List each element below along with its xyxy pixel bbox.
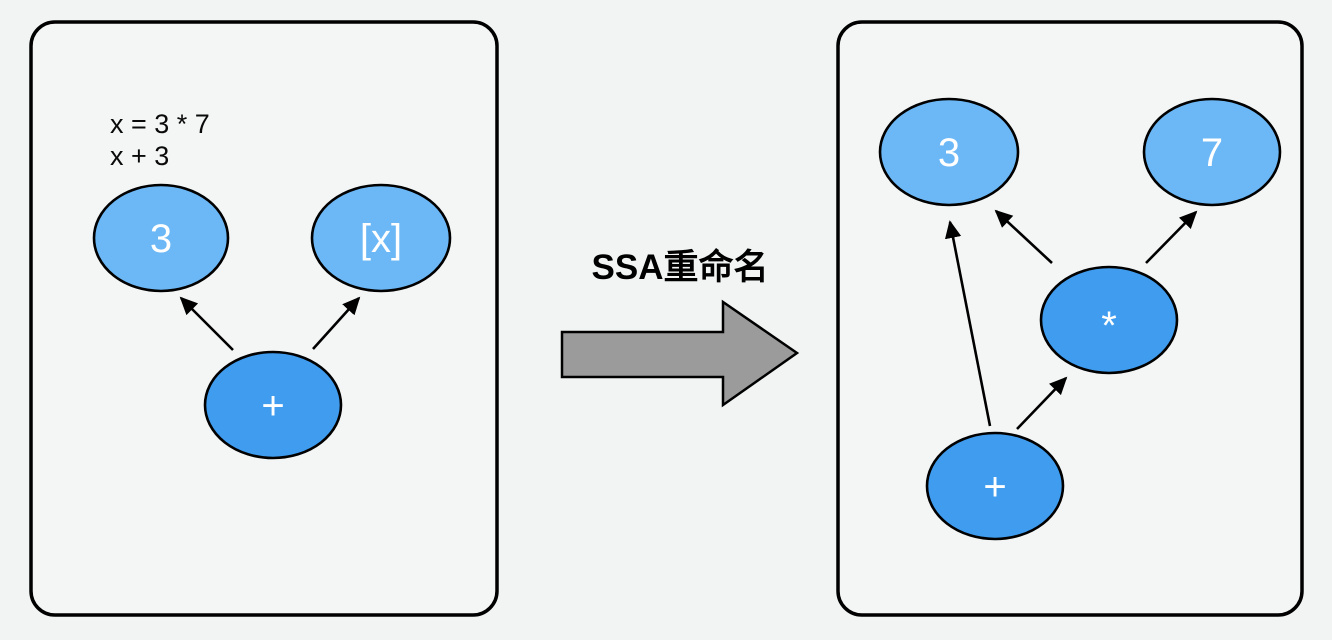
edge-right-plus-to-times — [1016, 376, 1068, 430]
right-node-7 — [1142, 97, 1282, 207]
edge-left-plus-to-3 — [179, 296, 234, 351]
left-node-plus-label: + — [261, 384, 284, 428]
left-node-3-label: 3 — [150, 217, 172, 261]
transform-arrow-icon — [560, 299, 800, 408]
code-line-1: x = 3 * 7 — [110, 109, 210, 139]
right-node-7-label: 7 — [1201, 131, 1223, 175]
right-node-3-label: 3 — [938, 131, 960, 175]
right-node-times — [1039, 265, 1179, 375]
right-node-3 — [878, 97, 1020, 207]
code-line-2: x + 3 — [110, 141, 169, 171]
right-node-times-label: * — [1101, 304, 1117, 348]
left-panel — [29, 20, 499, 617]
edge-left-plus-to-x — [312, 296, 361, 350]
left-node-3 — [92, 183, 230, 293]
left-node-x-ref — [310, 183, 452, 293]
edge-right-times-to-3 — [994, 209, 1053, 264]
left-node-x-ref-label: [x] — [360, 217, 402, 261]
left-node-plus — [203, 350, 343, 460]
transform-label: SSA重命名 — [592, 247, 769, 287]
edge-right-plus-to-3 — [944, 220, 992, 427]
edge-right-times-to-7 — [1145, 210, 1198, 264]
right-node-plus-label: + — [983, 465, 1006, 509]
right-node-plus — [925, 431, 1065, 541]
